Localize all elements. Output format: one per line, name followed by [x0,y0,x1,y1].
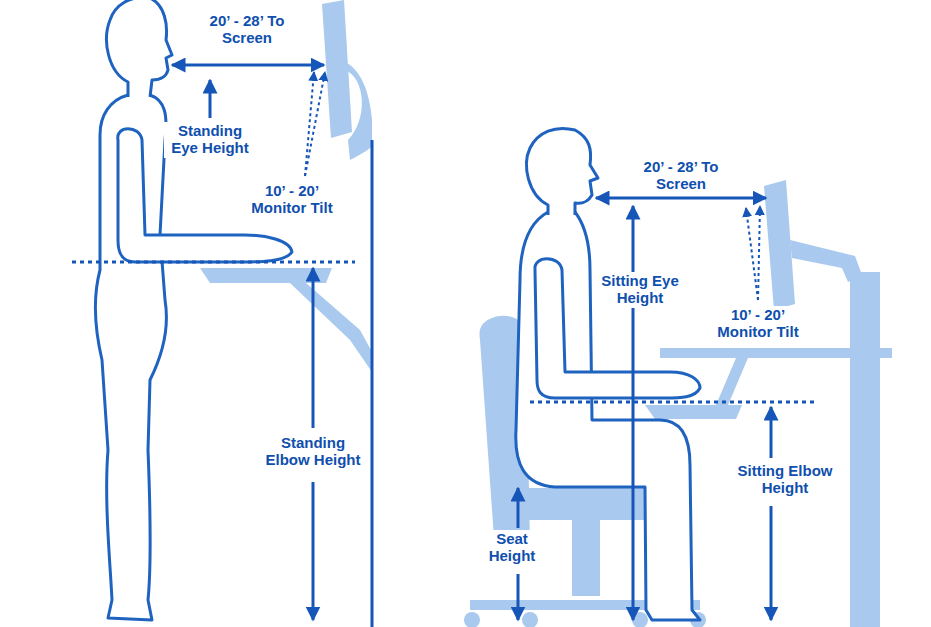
caster [522,612,538,627]
elbow-height-arrow [312,268,315,428]
wall-line [371,140,374,627]
elbow-height-arrow [770,407,773,458]
elbow-height-label: Sitting Elbow Height [733,462,837,498]
standing-dimensions [72,65,355,620]
chair-seat [505,488,667,520]
sitting-furniture [464,180,892,627]
sitting-person [516,128,700,620]
seat-height-arrow [517,574,520,620]
monitor-arm [345,62,372,160]
eye-height-label: Standing Eye Height [164,122,256,158]
monitor-tilt-label: 10’ - 20’ Monitor Tilt [242,182,342,218]
head-outline [527,128,598,215]
standing-furniture [200,0,372,372]
arm-outline [535,259,700,398]
dotted-elbow-line [530,401,815,404]
tilt-line [746,208,758,300]
desk-top [660,348,892,358]
screen-distance-label: 20’ - 28’ To Screen [639,158,723,194]
elbow-height-label: Standing Elbow Height [259,434,367,470]
seat-height-arrow [517,488,520,528]
screen-distance-arrow [172,64,324,67]
eye-height-label: Sitting Eye Height [596,272,684,308]
body-outline [516,212,700,620]
head-outline [107,0,172,97]
desk-pole [850,272,880,627]
tray-arm [716,358,748,405]
screen-distance-label: 20’ - 28’ To Screen [205,12,289,48]
keyboard-tray [645,405,742,419]
tilt-line [305,72,314,176]
tilt-line [305,72,325,176]
monitor-tilt-label: 10’ - 20’ Monitor Tilt [708,306,808,342]
elbow-height-arrow [312,482,315,620]
sitting-dimensions [518,198,815,620]
eye-height-arrow [209,80,212,118]
monitor [764,180,795,310]
elbow-height-arrow [770,506,773,620]
chair-column [572,518,600,596]
standing-person [95,0,292,620]
caster [464,612,480,627]
eye-height-arrow [632,206,635,620]
dotted-elbow-line [72,261,355,264]
screen-distance-arrow [596,197,766,200]
tilt-line [758,206,760,300]
tray-arm [290,283,372,372]
seat-height-label: Seat Height [481,530,543,566]
